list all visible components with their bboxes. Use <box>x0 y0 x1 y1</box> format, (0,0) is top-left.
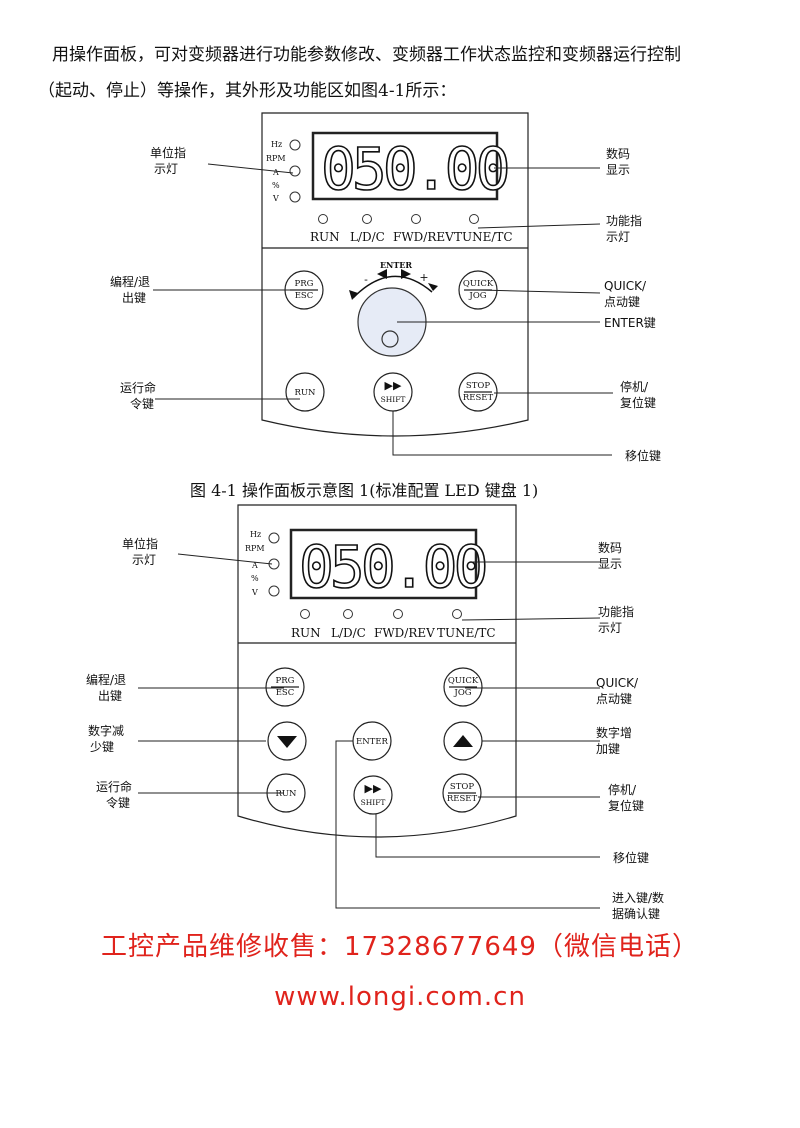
run-key-shape <box>285 372 325 412</box>
led-ldc <box>362 214 372 224</box>
decrement-triangle-icon <box>277 736 297 748</box>
callout2-function-indicator: 功能指示灯 <box>598 605 635 635</box>
unit-v: V <box>272 194 279 203</box>
callout-enter-key: ENTER键 <box>604 316 656 330</box>
callout-quick-jog: QUICK/点动键 <box>604 279 647 309</box>
run-label: RUN <box>294 388 316 398</box>
callout2-unit-indicator: 单位指示灯 <box>122 537 159 567</box>
callout2-increment: 数字增加键 <box>596 726 633 756</box>
intro-line-1: 用操作面板，可对变频器进行功能参数修改、变频器工作状态监控和变频器运行控制 <box>52 45 681 65</box>
status2-tune: TUNE/TC <box>437 626 496 640</box>
increment-triangle-icon <box>453 735 473 747</box>
panel-outline <box>261 112 529 437</box>
led-run <box>318 214 328 224</box>
enter-knob-label: ENTER <box>380 260 412 270</box>
callout2-quick-jog: QUICK/点动键 <box>596 676 639 706</box>
esc2-label: ESC <box>276 688 295 698</box>
callout-unit-indicator: 单位指示灯 <box>150 146 187 176</box>
status2-run: RUN <box>291 626 321 640</box>
esc-label: ESC <box>295 291 314 301</box>
led-tune <box>469 214 479 224</box>
unit2-v: V <box>251 588 258 597</box>
callout-digital-display: 数码显示 <box>606 147 631 177</box>
panel-2-outline <box>237 504 517 838</box>
quick2-label: QUICK <box>448 676 479 686</box>
callout-run-key: 运行命令键 <box>120 381 157 411</box>
callout-function-indicator: 功能指示灯 <box>606 214 643 244</box>
callout-shift-key: 移位键 <box>625 449 662 463</box>
reset2-label: RESET <box>447 794 478 804</box>
jog-label: JOG <box>468 291 486 301</box>
quick-label: QUICK <box>463 279 494 289</box>
unit2-rpm: RPM <box>245 544 265 553</box>
unit-hz: Hz <box>271 140 282 149</box>
stop2-label: STOP <box>450 782 474 792</box>
callout2-stop-reset: 停机/复位键 <box>608 783 645 813</box>
status2-fwdrev: FWD/REV <box>374 626 435 640</box>
led-a <box>289 165 301 177</box>
unit-rpm: RPM <box>266 154 286 163</box>
status2-ldc: L/D/C <box>331 626 366 640</box>
led-v <box>289 191 301 203</box>
prg-label: PRG <box>295 279 314 289</box>
display-2-readout: 050.00 <box>299 533 486 601</box>
callout-stop-reset: 停机/复位键 <box>620 380 657 410</box>
status-ldc: L/D/C <box>350 230 385 244</box>
status-fwdrev: FWD/REV <box>393 230 454 244</box>
shift-label: SHIFT <box>381 395 406 404</box>
unit2-hz: Hz <box>250 530 261 539</box>
run2-label: RUN <box>275 789 297 799</box>
led-fwdrev <box>411 214 421 224</box>
callout-prg-esc: 编程/退出键 <box>110 275 151 305</box>
jog2-label: JOG <box>453 688 471 698</box>
knob-minus: - <box>364 273 368 286</box>
unit2-percent: % <box>251 574 259 583</box>
prg2-label: PRG <box>276 676 295 686</box>
display-readout: 050.00 <box>321 135 508 203</box>
enter2-label: ENTER <box>356 737 389 747</box>
stop-label: STOP <box>466 381 490 391</box>
shift2-arrows-icon: ▶▶ <box>365 782 382 795</box>
callout2-shift-key: 移位键 <box>613 851 650 865</box>
callout2-decrement: 数字减少键 <box>88 724 125 754</box>
display-frame <box>311 131 499 201</box>
contact-banner: 工控产品维修收售：17328677649（微信电话） <box>101 932 699 962</box>
unit2-a: A <box>251 561 258 570</box>
website-link[interactable]: www.longi.com.cn <box>274 982 526 1012</box>
intro-line-2: （起动、停止）等操作，其外形及功能区如图4-1所示： <box>38 81 457 101</box>
shift2-label: SHIFT <box>361 798 386 807</box>
callout2-enter-confirm: 进入键/数据确认键 <box>612 891 665 921</box>
callout2-digital-display: 数码显示 <box>598 541 623 571</box>
figure-1-caption: 图 4-1 操作面板示意图 1(标准配置 LED 键盘 1) <box>190 481 539 500</box>
unit-percent: % <box>272 181 280 190</box>
led-hz <box>289 139 301 151</box>
status-run: RUN <box>310 230 340 244</box>
callout2-prg-esc: 编程/退出键 <box>86 673 127 703</box>
display-2-frame <box>289 528 478 600</box>
unit-a: A <box>272 168 279 177</box>
status-tune: TUNE/TC <box>454 230 513 244</box>
shift-arrows-icon: ▶▶ <box>385 379 402 392</box>
reset-label: RESET <box>463 393 494 403</box>
callout2-run-key: 运行命令键 <box>96 780 133 810</box>
knob-plus: + <box>419 271 428 284</box>
